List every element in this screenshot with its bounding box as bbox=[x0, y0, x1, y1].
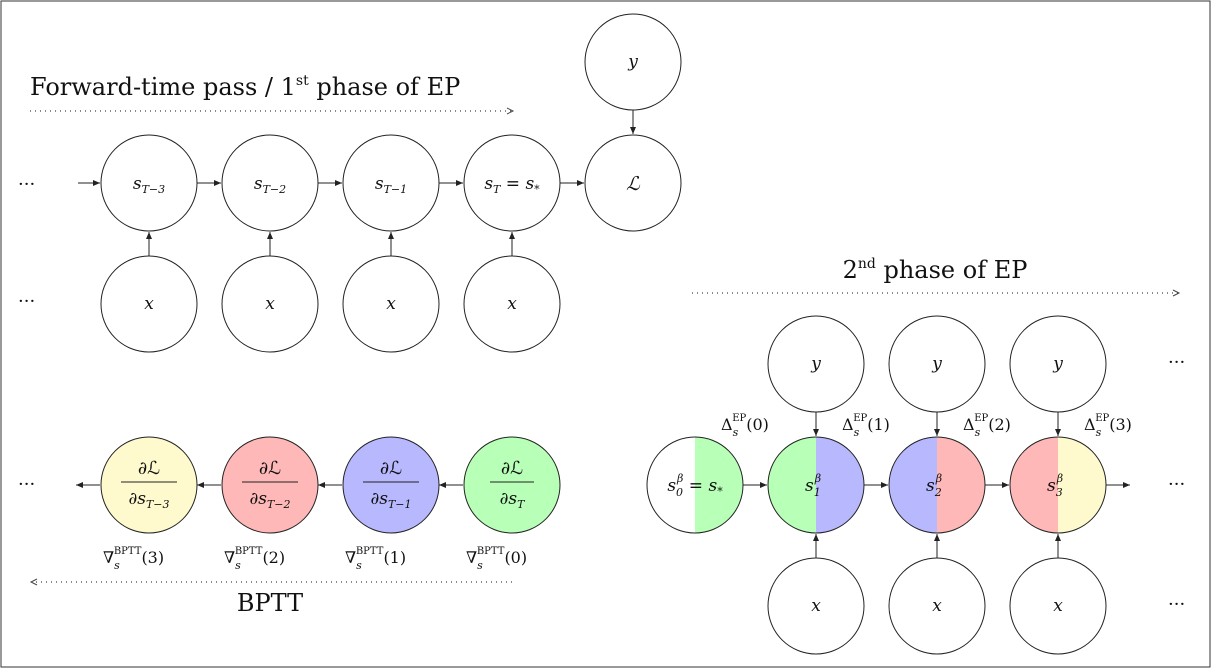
ep-target-edges bbox=[813, 412, 1061, 436]
ep-target-nodes: y y y bbox=[767, 315, 1107, 413]
ellipsis-forward-inputs: ··· bbox=[18, 291, 35, 312]
gradient-node: ∂ℒ ∂sT−1 bbox=[342, 436, 440, 534]
ellipsis-ep-inputs: ··· bbox=[1168, 594, 1185, 615]
ellipsis-ep-targets: ··· bbox=[1168, 352, 1185, 373]
svg-text:x: x bbox=[386, 294, 396, 314]
ep-state-node: s1β bbox=[767, 436, 865, 534]
ep-delta-label: ΔsEP(1) bbox=[842, 413, 890, 439]
bptt-labels: ∇sBPTT(3) ∇sBPTT(2) ∇sBPTT(1) ∇sBPTT(0) bbox=[103, 546, 527, 572]
svg-text:y: y bbox=[627, 52, 638, 72]
svg-text:sT−2: sT−2 bbox=[254, 174, 286, 196]
bptt-label: ∇sBPTT(1) bbox=[345, 546, 406, 572]
ellipsis-forward-states: ··· bbox=[18, 174, 35, 195]
forward-state-node-final: sT = s* bbox=[463, 134, 561, 232]
svg-text:∂sT: ∂sT bbox=[500, 489, 527, 511]
target-node: y bbox=[1009, 315, 1107, 413]
input-node: x bbox=[1009, 557, 1107, 655]
svg-text:∂sT−2: ∂sT−2 bbox=[249, 489, 290, 511]
ep-delta-label: ΔsEP(0) bbox=[721, 413, 769, 439]
ep-delta-label: ΔsEP(3) bbox=[1084, 413, 1132, 439]
svg-text:sT−1: sT−1 bbox=[375, 174, 407, 196]
loss-node: ℒ bbox=[584, 134, 682, 232]
ep-input-edges bbox=[813, 534, 1061, 558]
gradient-node: ∂ℒ ∂sT bbox=[463, 436, 561, 534]
svg-text:x: x bbox=[265, 294, 275, 314]
svg-text:∂ℒ: ∂ℒ bbox=[138, 458, 160, 479]
svg-text:∂ℒ: ∂ℒ bbox=[501, 458, 523, 479]
gradient-nodes: ∂ℒ ∂sT−3 ∂ℒ ∂sT−2 ∂ℒ ∂sT−1 ∂ℒ ∂sT bbox=[100, 436, 561, 534]
ep-state-node-initial: s0β = s* bbox=[646, 436, 744, 534]
ep-delta-labels: ΔsEP(0) ΔsEP(1) ΔsEP(2) ΔsEP(3) bbox=[721, 413, 1132, 439]
gradient-node: ∂ℒ ∂sT−2 bbox=[221, 436, 319, 534]
ellipsis-bptt: ··· bbox=[18, 474, 35, 495]
forward-state-node: sT−2 bbox=[221, 134, 319, 232]
svg-text:x: x bbox=[932, 596, 942, 616]
forward-state-node: sT−3 bbox=[100, 134, 198, 232]
svg-text:s3β: s3β bbox=[1047, 472, 1063, 499]
forward-title: Forward-time pass / 1st phase of EP bbox=[30, 73, 460, 101]
svg-text:ℒ: ℒ bbox=[626, 173, 641, 195]
svg-text:y: y bbox=[1052, 354, 1063, 374]
forward-input-edges bbox=[146, 232, 515, 256]
svg-text:x: x bbox=[1053, 596, 1063, 616]
svg-text:∂ℒ: ∂ℒ bbox=[380, 458, 402, 479]
svg-text:x: x bbox=[811, 596, 821, 616]
target-node: y bbox=[888, 315, 986, 413]
input-node: x bbox=[463, 255, 561, 353]
svg-text:y: y bbox=[810, 354, 821, 374]
svg-text:s2β: s2β bbox=[926, 472, 942, 499]
input-node: x bbox=[221, 255, 319, 353]
target-node: y bbox=[767, 315, 865, 413]
svg-text:s0β = s*: s0β = s* bbox=[667, 472, 723, 499]
ellipsis-ep-states: ··· bbox=[1168, 474, 1185, 495]
forward-state-nodes: sT−3 sT−2 sT−1 sT = s* bbox=[100, 134, 561, 232]
svg-text:sT−3: sT−3 bbox=[133, 174, 165, 196]
target-node: y bbox=[584, 13, 682, 111]
svg-text:s1β: s1β bbox=[805, 472, 821, 499]
ep-input-nodes: x x x bbox=[767, 557, 1107, 655]
svg-text:y: y bbox=[931, 354, 942, 374]
svg-text:∂sT−1: ∂sT−1 bbox=[370, 489, 411, 511]
svg-text:∂ℒ: ∂ℒ bbox=[259, 458, 281, 479]
bptt-label: ∇sBPTT(2) bbox=[224, 546, 285, 572]
second-phase-title: 2nd phase of EP bbox=[843, 256, 1028, 284]
input-node: x bbox=[888, 557, 986, 655]
forward-state-node: sT−1 bbox=[342, 134, 440, 232]
bptt-label: ∇sBPTT(0) bbox=[466, 546, 527, 572]
ep-delta-label: ΔsEP(2) bbox=[963, 413, 1011, 439]
input-node: x bbox=[342, 255, 440, 353]
ep-state-node: s3β bbox=[1009, 436, 1107, 534]
svg-text:sT = s*: sT = s* bbox=[484, 174, 540, 196]
bptt-title: BPTT bbox=[237, 589, 303, 617]
bptt-label: ∇sBPTT(3) bbox=[103, 546, 164, 572]
gradient-node: ∂ℒ ∂sT−3 bbox=[100, 436, 198, 534]
forward-input-nodes: x x x x bbox=[100, 255, 561, 353]
svg-text:∂sT−3: ∂sT−3 bbox=[128, 489, 169, 511]
svg-text:x: x bbox=[507, 294, 517, 314]
input-node: x bbox=[767, 557, 865, 655]
input-node: x bbox=[100, 255, 198, 353]
svg-text:x: x bbox=[144, 294, 154, 314]
ep-state-node: s2β bbox=[888, 436, 986, 534]
